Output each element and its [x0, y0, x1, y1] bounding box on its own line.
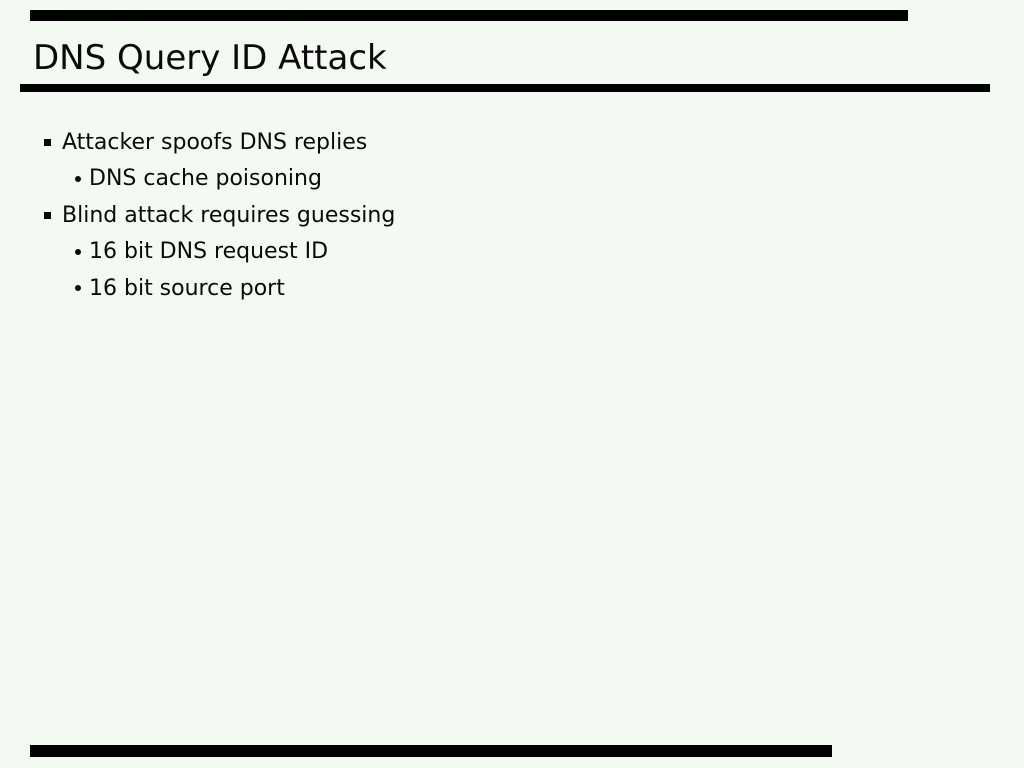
bullet-text: DNS cache poisoning [89, 166, 322, 192]
bullet-list: Attacker spoofs DNS replies DNS cache po… [0, 124, 1024, 307]
list-item: Blind attack requires guessing [0, 197, 1024, 234]
bullet-square-icon [44, 139, 51, 147]
list-item: DNS cache poisoning [0, 161, 1024, 198]
list-item: 16 bit source port [0, 270, 1024, 307]
title-underline-rule [20, 84, 990, 92]
bullet-dot-icon [75, 248, 81, 255]
list-item: 16 bit DNS request ID [0, 234, 1024, 271]
slide-title: DNS Query ID Attack [33, 38, 387, 78]
bullet-text: Attacker spoofs DNS replies [62, 129, 368, 155]
bullet-text: 16 bit source port [89, 275, 285, 301]
bullet-square-icon [44, 212, 51, 220]
bullet-dot-icon [75, 175, 81, 182]
bullet-text: 16 bit DNS request ID [89, 239, 329, 265]
bottom-border-rule [30, 745, 832, 757]
list-item: Attacker spoofs DNS replies [0, 124, 1024, 161]
bullet-text: Blind attack requires guessing [62, 202, 396, 228]
top-border-rule [30, 10, 908, 21]
bullet-dot-icon [75, 285, 81, 292]
